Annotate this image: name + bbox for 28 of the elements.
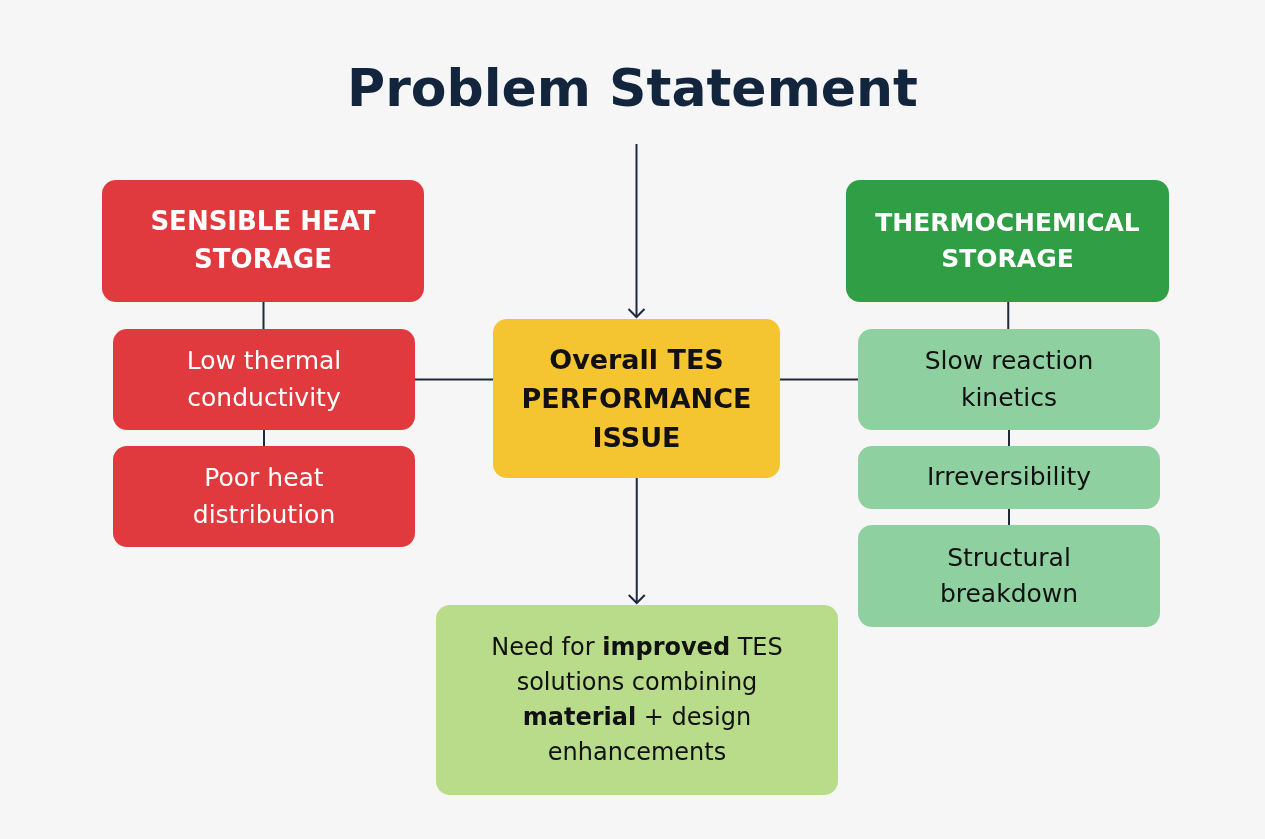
arrow xyxy=(627,477,646,604)
node-text: Structural breakdown xyxy=(938,541,1080,610)
issue-box xyxy=(113,329,415,430)
connector-line xyxy=(414,378,494,381)
issue-box xyxy=(858,446,1160,509)
category-header-box xyxy=(102,180,424,302)
node-text: Low thermal conductivity xyxy=(185,345,343,414)
connector-line xyxy=(1008,429,1010,447)
node-text: Overall TES PERFORMANCE ISSUE xyxy=(520,342,753,456)
issue-box xyxy=(113,446,415,547)
title: Problem Statement xyxy=(346,58,919,118)
node-text: Poor heat distribution xyxy=(191,462,337,531)
connector-line xyxy=(1007,301,1010,330)
node-text: SENSIBLE HEAT STORAGE xyxy=(149,205,377,276)
issue-box xyxy=(858,525,1160,627)
node-text: Need for improved TES solutions combining material + design enhancements xyxy=(490,632,784,768)
issue-box xyxy=(858,329,1160,430)
node-text: Slow reaction kinetics xyxy=(923,345,1095,414)
connector-line xyxy=(263,429,265,447)
central-issue-box xyxy=(493,319,780,478)
connector-line xyxy=(779,378,859,381)
node-text: Irreversibility xyxy=(926,461,1092,494)
connector-line xyxy=(1008,508,1010,526)
node-text: THERMOCHEMICAL STORAGE xyxy=(874,206,1141,275)
outcome-box xyxy=(436,605,838,795)
arrow xyxy=(627,143,646,318)
connector-line xyxy=(262,301,265,330)
category-header-box xyxy=(846,180,1169,302)
